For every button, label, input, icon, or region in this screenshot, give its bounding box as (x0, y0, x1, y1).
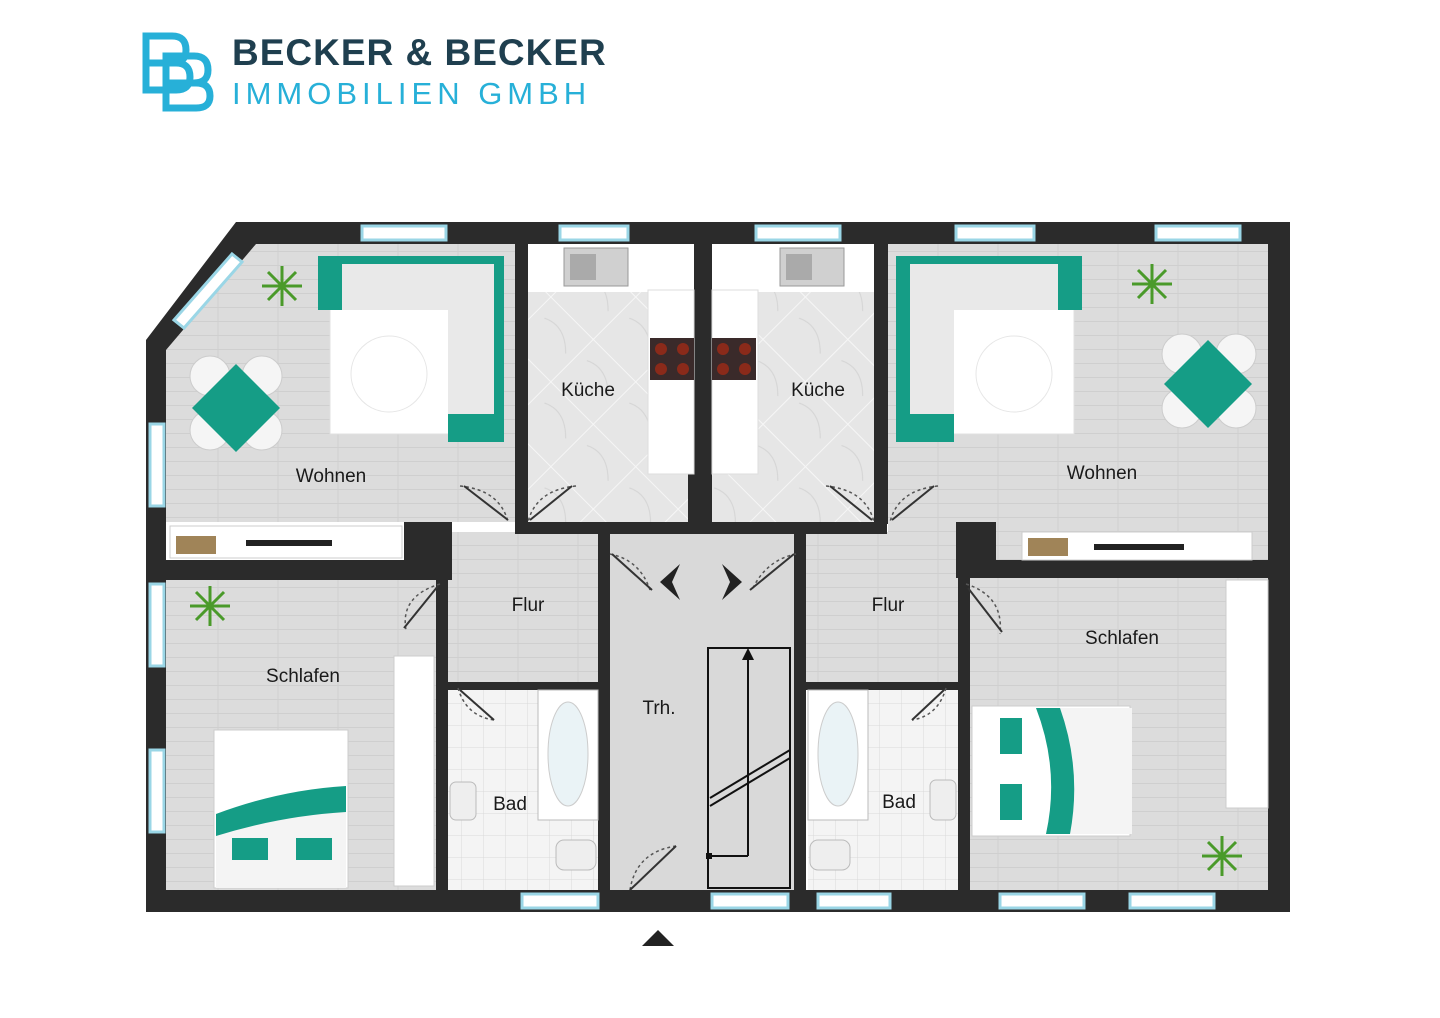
dining-table-icon (1161, 333, 1257, 429)
door-swing (404, 583, 441, 631)
window (1154, 224, 1242, 242)
doors (404, 485, 1002, 891)
room-label-wohnen-left: Wohnen (296, 466, 366, 487)
door-swing (889, 485, 939, 523)
window (148, 748, 166, 834)
window (148, 582, 166, 668)
stove-icon (712, 338, 756, 380)
window (1128, 892, 1216, 910)
room-label-kueche-left: Küche (561, 380, 615, 401)
entrance-arrow-right-icon (722, 564, 742, 600)
room-label-treppenhaus: Trh. (642, 698, 675, 719)
toilet-icon (555, 839, 597, 871)
room-label-schlafen-left: Schlafen (266, 666, 340, 687)
wall-trh-right (794, 532, 806, 892)
door-swing (965, 583, 1002, 635)
door-swing (457, 687, 495, 721)
brand-name: BECKER & BECKER (232, 32, 607, 73)
wall-schlafen-right-left (958, 578, 970, 892)
window (710, 892, 790, 910)
sink-icon (779, 247, 845, 287)
door-leaves (403, 485, 1003, 891)
wall-trh-left (598, 532, 610, 892)
room-label-bad-right: Bad (882, 792, 916, 813)
window (171, 251, 245, 331)
wall-flur-left-corner (404, 522, 452, 580)
wall-bad-left-top (448, 682, 598, 690)
window (360, 224, 448, 242)
tv-sideboard (1021, 531, 1253, 561)
bathtub-icon (537, 689, 599, 821)
wall-schlafen-left-right (436, 580, 448, 892)
wall-kueche-bottom (515, 522, 887, 534)
toilet-icon (809, 839, 851, 871)
floor-treppenhaus (610, 532, 796, 896)
window (148, 422, 166, 508)
brand-subtitle: IMMOBILIEN GMBH (232, 76, 592, 111)
windows (148, 224, 1242, 910)
wardrobe (1225, 579, 1269, 809)
kitchen-right (711, 244, 874, 475)
wall-kueche-wohnen-right (874, 244, 888, 524)
wall-wohnen-kueche-left (515, 244, 528, 524)
floor-flur-right (796, 532, 966, 682)
wall-flur-right-corner (956, 522, 996, 578)
stair-well (707, 647, 791, 889)
wardrobe (393, 655, 435, 887)
outer-wall-right (1268, 222, 1290, 912)
tv-sideboard (169, 525, 403, 559)
plant-icon (190, 586, 230, 626)
header: BECKER & BECKER IMMOBILIEN GMBH (0, 0, 1440, 130)
wall-bad-right-top (806, 682, 958, 690)
window (816, 892, 892, 910)
wall-wohnen-right-bottom (966, 560, 1268, 578)
sofa-icon (318, 256, 504, 442)
kitchen-left (528, 244, 695, 475)
door-swing (527, 485, 577, 523)
door-swing (911, 687, 947, 721)
sink-icon (449, 781, 477, 821)
floor-flur-left (440, 532, 610, 682)
room-label-kueche-right: Küche (791, 380, 845, 401)
window (754, 224, 842, 242)
window (520, 892, 600, 910)
sink-icon (563, 247, 629, 287)
door-swing (825, 485, 875, 523)
window (998, 892, 1086, 910)
room-label-flur-right: Flur (872, 595, 905, 616)
bathtub-icon (807, 689, 869, 821)
plant-icon (1202, 836, 1242, 876)
stairs (707, 647, 791, 889)
plant-icon (1132, 264, 1172, 304)
stair-start-marker (706, 853, 712, 859)
window (558, 224, 630, 242)
window (954, 224, 1036, 242)
room-label-wohnen-right: Wohnen (1067, 463, 1137, 484)
wall-wohnen-left-bottom (146, 560, 440, 580)
bed-icon (971, 705, 1132, 837)
room-label-schlafen-right: Schlafen (1085, 628, 1159, 649)
stair-arrow-icon (742, 648, 754, 660)
dining-table-icon (189, 355, 283, 452)
plant-icon (262, 266, 302, 306)
room-label-bad-left: Bad (493, 794, 527, 815)
room-label-flur-left: Flur (512, 595, 545, 616)
bed-icon (213, 729, 349, 889)
sofa-icon (896, 256, 1082, 442)
bb-logo-icon (142, 32, 214, 112)
stove-icon (650, 338, 694, 380)
entrance-arrow-icon (642, 930, 674, 946)
door-swing (629, 845, 677, 891)
sink-icon (929, 779, 957, 821)
door-swing (459, 485, 509, 523)
entrance-arrow-left-icon (660, 564, 680, 600)
